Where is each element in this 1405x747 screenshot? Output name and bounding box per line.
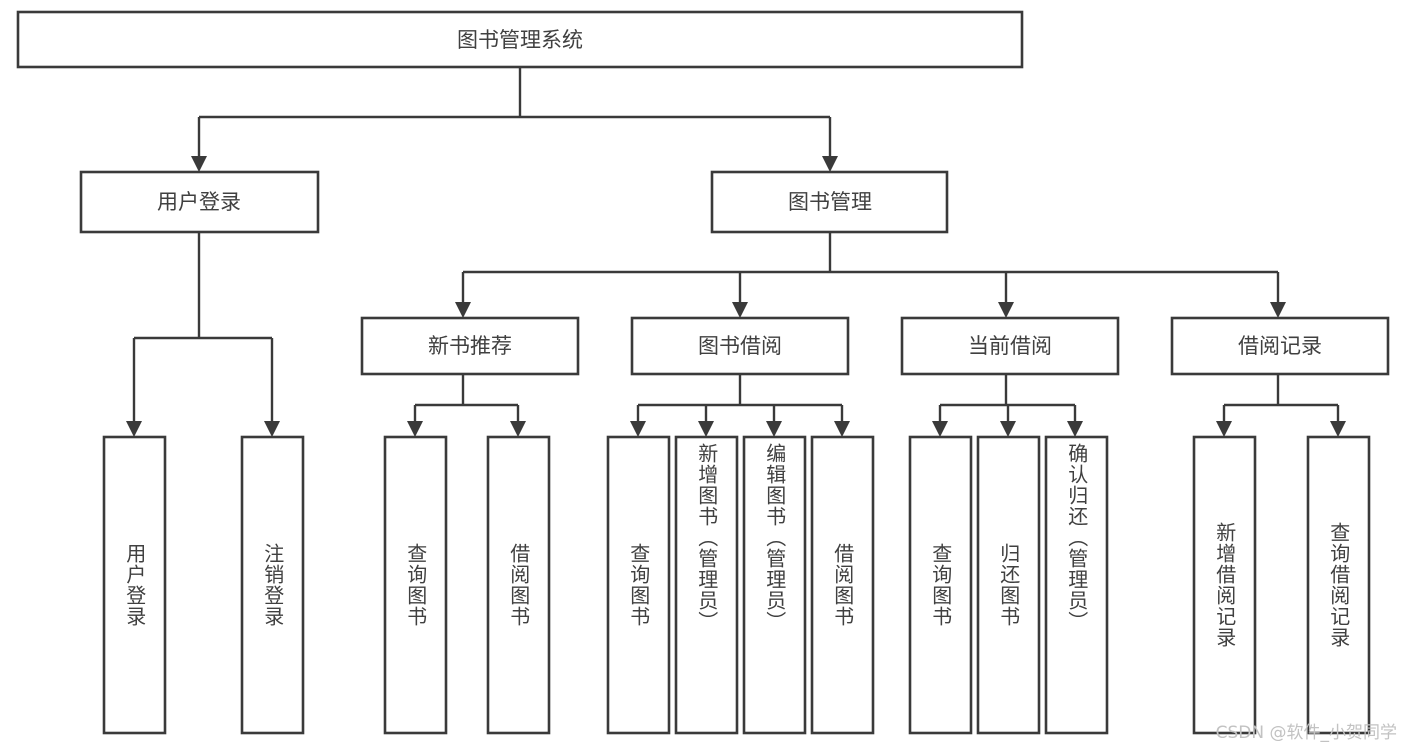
arrow-head-leaf-current-borrow-3: [1067, 421, 1083, 437]
leaf-label-book-borrow-1: 查询图书: [626, 543, 651, 627]
node-label-root: 图书管理系统: [457, 28, 583, 52]
leaf-label-current-borrow-1: 查询图书: [928, 543, 953, 627]
leaf-label-borrow-record-1: 新增借阅记录: [1212, 522, 1237, 648]
leaf-label-current-borrow-3: 确认归还（管理员）: [1064, 443, 1089, 632]
leaf-box-book-borrow-1[interactable]: [606, 435, 671, 735]
arrow-head-user-login: [191, 156, 207, 172]
arrow-head-new-book: [455, 302, 471, 318]
connector-group-book-borrow: [630, 374, 850, 437]
arrow-head-leaf-book-borrow-4: [834, 421, 850, 437]
leaf-label-book-borrow-3: 编辑图书（管理员）: [762, 443, 787, 632]
node-label-user-login: 用户登录: [157, 190, 241, 214]
arrow-head-leaf-book-borrow-3: [766, 421, 782, 437]
arrow-head-leaf-borrow-record-2: [1330, 421, 1346, 437]
leaf-label-wrap-user-login-2: 注销登录: [242, 437, 303, 733]
leaf-label-wrap-borrow-record-1: 新增借阅记录: [1194, 437, 1255, 733]
leaf-box-book-borrow-3[interactable]: [742, 435, 807, 735]
leaf-label-borrow-record-2: 查询借阅记录: [1326, 522, 1351, 648]
leaf-label-wrap-book-borrow-2: 新增图书（管理员）: [676, 443, 737, 733]
connector-group-borrow-record: [1216, 374, 1346, 437]
leaf-box-borrow-record-2[interactable]: [1306, 435, 1371, 735]
node-box-new-book-recommend[interactable]: [360, 316, 580, 376]
node-box-user-login[interactable]: [79, 170, 320, 234]
leaf-box-current-borrow-2[interactable]: [976, 435, 1041, 735]
node-label-current-borrow: 当前借阅: [968, 334, 1052, 358]
leaf-box-borrow-record-1[interactable]: [1192, 435, 1257, 735]
leaf-label-wrap-current-borrow-2: 归还图书: [978, 437, 1039, 733]
arrow-head-leaf-user-login-2: [264, 421, 280, 437]
arrow-head-leaf-new-book-1: [407, 421, 423, 437]
arrow-head-leaf-book-borrow-2: [698, 421, 714, 437]
node-label-new-book-recommend: 新书推荐: [428, 334, 512, 358]
leaf-label-wrap-book-borrow-3: 编辑图书（管理员）: [744, 443, 805, 733]
arrow-head-book-mgmt: [822, 156, 838, 172]
node-box-borrow-record[interactable]: [1170, 316, 1390, 376]
leaf-box-book-borrow-4[interactable]: [810, 435, 875, 735]
leaf-box-new-book-2[interactable]: [486, 435, 551, 735]
node-label-book-borrow: 图书借阅: [698, 334, 782, 358]
arrow-head-leaf-book-borrow-1: [630, 421, 646, 437]
leaf-label-wrap-user-login-1: 用户登录: [104, 437, 165, 733]
csdn-watermark: CSDN @软件_小贺同学: [1215, 723, 1397, 743]
leaf-label-new-book-1: 查询图书: [403, 543, 428, 627]
leaf-label-user-login-2: 注销登录: [260, 543, 285, 627]
leaf-label-new-book-2: 借阅图书: [506, 543, 531, 627]
connector-group-new-book: [407, 374, 526, 437]
node-box-book-borrow[interactable]: [630, 316, 850, 376]
node-box-current-borrow[interactable]: [900, 316, 1120, 376]
leaf-label-wrap-book-borrow-1: 查询图书: [608, 437, 669, 733]
leaf-label-wrap-new-book-2: 借阅图书: [488, 437, 549, 733]
arrow-head-leaf-borrow-record-1: [1216, 421, 1232, 437]
arrow-head-leaf-current-borrow-2: [1000, 421, 1016, 437]
leaf-label-wrap-book-borrow-4: 借阅图书: [812, 437, 873, 733]
leaf-label-wrap-borrow-record-2: 查询借阅记录: [1308, 437, 1369, 733]
leaf-box-user-login-2[interactable]: [240, 435, 305, 735]
leaf-label-wrap-current-borrow-1: 查询图书: [910, 437, 971, 733]
node-box-book-management[interactable]: [710, 170, 949, 234]
connector-group-root: [191, 67, 838, 172]
leaf-label-user-login-1: 用户登录: [122, 543, 147, 627]
leaf-box-current-borrow-3[interactable]: [1044, 435, 1109, 735]
node-label-borrow-record: 借阅记录: [1238, 334, 1322, 358]
connector-group-current-borrow: [932, 374, 1083, 437]
leaf-box-new-book-1[interactable]: [383, 435, 448, 735]
leaf-label-book-borrow-4: 借阅图书: [830, 543, 855, 627]
arrow-head-book-borrow: [732, 302, 748, 318]
arrow-head-current-borrow: [998, 302, 1014, 318]
leaf-label-book-borrow-2: 新增图书（管理员）: [694, 443, 719, 632]
leaf-label-wrap-new-book-1: 查询图书: [385, 437, 446, 733]
leaf-box-user-login-1[interactable]: [102, 435, 167, 735]
connector-group-user-login: [126, 232, 280, 437]
leaf-box-current-borrow-1[interactable]: [908, 435, 973, 735]
connector-group-book-mgmt: [455, 232, 1286, 318]
leaf-label-current-borrow-2: 归还图书: [996, 543, 1021, 627]
leaf-box-book-borrow-2[interactable]: [674, 435, 739, 735]
arrow-head-leaf-new-book-2: [510, 421, 526, 437]
node-box-root[interactable]: [16, 10, 1024, 69]
leaf-label-wrap-current-borrow-3: 确认归还（管理员）: [1046, 443, 1107, 733]
arrow-head-leaf-current-borrow-1: [932, 421, 948, 437]
node-label-book-management: 图书管理: [788, 190, 872, 214]
arrow-head-borrow-record: [1270, 302, 1286, 318]
arrow-head-leaf-user-login-1: [126, 421, 142, 437]
